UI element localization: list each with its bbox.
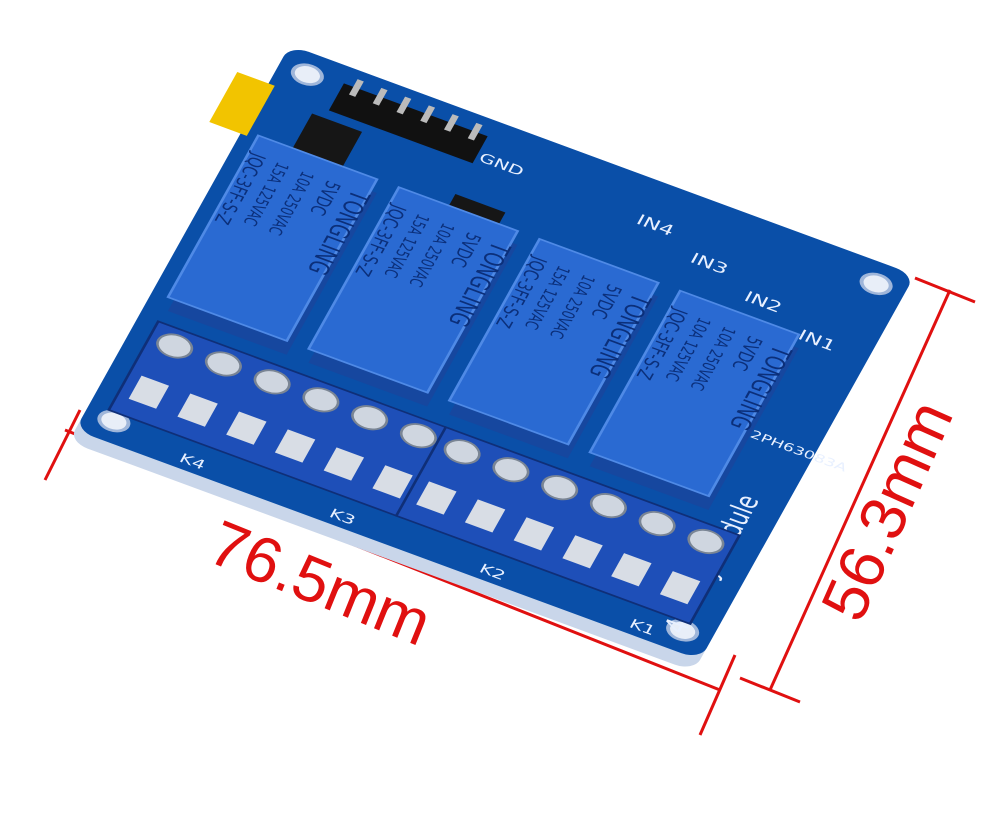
screw-icon[interactable] [153, 330, 197, 362]
screw-icon[interactable] [397, 420, 441, 452]
relay-board: GND IN1 IN2 IN3 IN4 2PH63083A 4 Relay Mo… [73, 49, 910, 667]
wire-slot [128, 375, 170, 409]
screw-icon[interactable] [635, 508, 679, 540]
wire-slot [177, 393, 218, 427]
screw-icon[interactable] [684, 526, 728, 558]
wire-slot [416, 481, 457, 515]
height-dimension [739, 276, 976, 704]
screw-icon[interactable] [587, 490, 631, 522]
wire-slot [274, 429, 316, 463]
wire-slot [226, 411, 267, 445]
screw-terminal-block[interactable] [394, 425, 742, 626]
mounting-holes [97, 63, 893, 642]
wire-slot [659, 571, 701, 605]
pin-header [328, 79, 488, 164]
jumper [209, 72, 275, 136]
screw-icon[interactable] [299, 384, 343, 416]
screw-icon[interactable] [348, 402, 392, 434]
wire-slot [513, 517, 555, 551]
screw-icon[interactable] [538, 472, 582, 504]
wire-slot [323, 447, 365, 481]
screw-terminal-block[interactable] [107, 320, 454, 520]
wire-slot [464, 499, 506, 533]
screw-icon[interactable] [250, 366, 294, 398]
wire-slot [562, 535, 603, 569]
wire-slot [611, 553, 652, 587]
screw-icon[interactable] [489, 454, 533, 486]
wire-slot [372, 465, 413, 499]
screw-icon[interactable] [202, 348, 246, 380]
screw-icon[interactable] [440, 436, 484, 468]
height-dimension-label: 56.3mm [807, 390, 967, 630]
